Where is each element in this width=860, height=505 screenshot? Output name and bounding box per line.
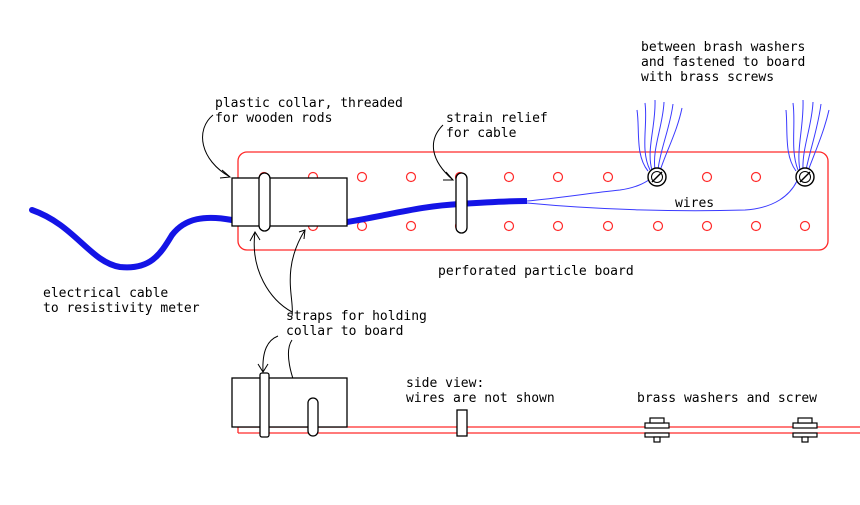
board-hole [602, 220, 614, 232]
label-side-view-1: side view: [406, 376, 484, 391]
board-hole [503, 220, 515, 232]
label-cable-1: electrical cable [43, 286, 168, 301]
board-hole [356, 171, 368, 183]
collar-strap-top [258, 172, 271, 232]
board-hole [652, 220, 664, 232]
label-washers-1: between brash washers [641, 40, 805, 55]
wire-strands-2 [785, 99, 830, 172]
label-particle-board: perforated particle board [438, 264, 634, 279]
plastic-collar-side [231, 377, 348, 428]
board-hole [552, 171, 564, 183]
label-cable-2: to resistivity meter [43, 301, 200, 316]
board-hole [799, 220, 811, 232]
board-hole [750, 171, 762, 183]
wire-strands-1 [636, 99, 683, 172]
label-straps-2: collar to board [286, 324, 403, 339]
board-hole [701, 171, 713, 183]
board-hole [552, 220, 564, 232]
label-washers-3: with brass screws [641, 70, 774, 85]
strain-relief-top [455, 172, 468, 234]
label-plastic-collar-2: for wooden rods [215, 111, 332, 126]
plastic-collar-top [231, 177, 348, 227]
label-side-view-2: wires are not shown [406, 391, 555, 406]
wire-to-screw-1 [526, 178, 651, 202]
label-wires: wires [675, 196, 714, 211]
washer-screw-side-2 [792, 417, 818, 443]
board-hole [750, 220, 762, 232]
electrical-cable [29, 207, 235, 271]
board-hole [405, 171, 417, 183]
brass-screw-1 [647, 167, 667, 187]
label-strain-relief-1: strain relief [446, 111, 548, 126]
brass-screw-2 [795, 167, 815, 187]
strain-relief-side [456, 409, 468, 437]
board-holes [258, 171, 811, 232]
wire-to-screw-2 [526, 180, 798, 212]
washer-screw-side-1 [644, 417, 670, 443]
leader-arrows [202, 114, 454, 406]
label-plastic-collar-1: plastic collar, threaded [215, 96, 403, 111]
board-hole [405, 220, 417, 232]
board-hole [602, 171, 614, 183]
collar-strap-side [259, 372, 270, 438]
board-hole [701, 220, 713, 232]
rod-side [307, 397, 319, 437]
label-washers-2: and fastened to board [641, 55, 805, 70]
board-hole [503, 171, 515, 183]
label-brass-washers-screw: brass washers and screw [637, 391, 817, 406]
label-straps-1: straps for holding [286, 309, 427, 324]
label-strain-relief-2: for cable [446, 126, 517, 141]
cable-to-strain-relief [346, 198, 528, 225]
